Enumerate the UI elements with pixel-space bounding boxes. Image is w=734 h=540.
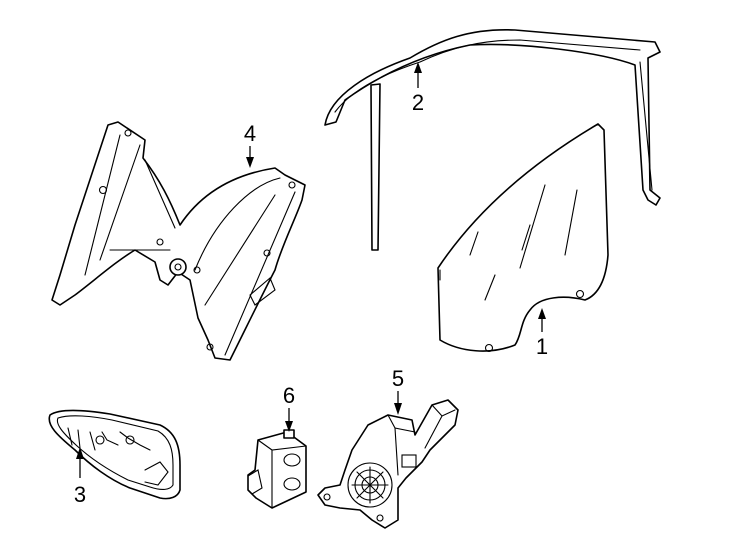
lift-plate-part [48, 409, 181, 500]
callout-label-2: 2 [412, 90, 424, 115]
callout-label-3: 3 [74, 482, 86, 507]
callout-2: 2 [412, 62, 424, 115]
control-module-part [247, 429, 307, 509]
callout-label-5: 5 [392, 366, 404, 391]
callout-5: 5 [392, 366, 404, 415]
callout-1: 1 [536, 308, 548, 359]
callout-6: 6 [283, 383, 295, 432]
callout-4: 4 [244, 121, 256, 168]
callout-label-1: 1 [536, 334, 548, 359]
regulator-part [51, 121, 306, 361]
callout-3: 3 [74, 447, 86, 507]
glass-part [437, 123, 609, 353]
callout-label-6: 6 [283, 383, 295, 408]
motor-part [317, 399, 459, 529]
callout-label-4: 4 [244, 121, 256, 146]
run-channel-part [324, 28, 661, 251]
